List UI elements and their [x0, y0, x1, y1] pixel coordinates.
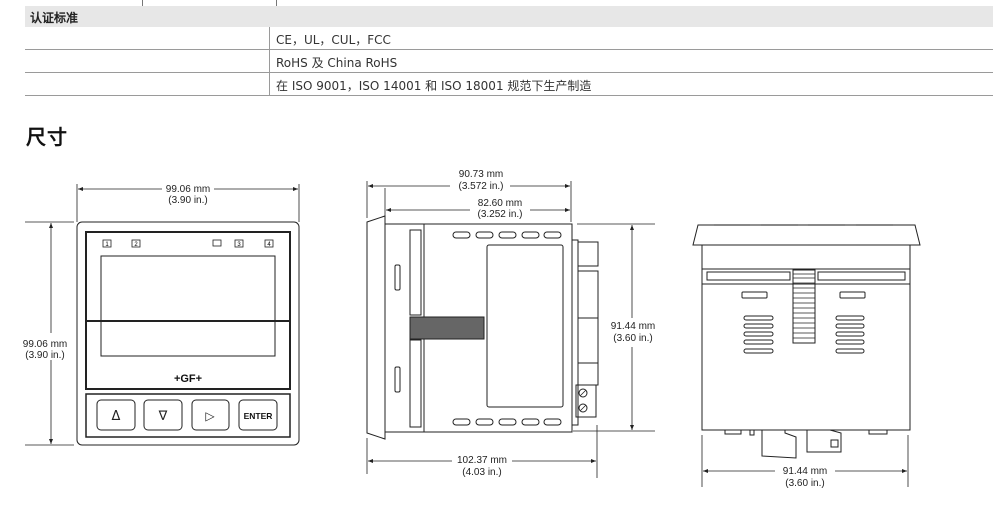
lcd-screen: [100, 255, 276, 357]
upper-panel: [85, 231, 291, 390]
vent-slots-bottom: [452, 418, 562, 426]
side-view: [366, 181, 655, 478]
side-height-in: (3.60 in.): [613, 333, 652, 344]
indicator-2: [131, 239, 141, 248]
connector-block: [577, 317, 599, 364]
enter-button[interactable]: [238, 399, 278, 431]
indicator-label: 4: [267, 242, 271, 248]
foot: [749, 429, 755, 436]
indicator-1: [102, 239, 112, 248]
total-depth-mm: 102.37 mm: [457, 455, 507, 466]
gf-logo: +GF+: [174, 373, 202, 385]
top-view: [692, 224, 921, 487]
row-label-cell: [25, 73, 270, 95]
connector-block: [577, 241, 599, 267]
top-slot: [741, 291, 768, 299]
plug-connector: [806, 429, 842, 453]
down-arrow-icon: ∇: [158, 409, 168, 424]
indicator-label: 3: [237, 242, 241, 248]
body-depth-mm: 82.60 mm: [478, 198, 522, 209]
indicator-3: [234, 239, 244, 248]
row-value: CE，UL，CUL，FCC: [276, 33, 391, 47]
bezel-profile: [366, 215, 386, 440]
top-width-in: (3.60 in.): [785, 478, 824, 489]
side-rail: [409, 229, 422, 316]
clip-slot: [394, 366, 401, 393]
column-divider: [142, 0, 143, 6]
connector-block: [577, 362, 599, 386]
top-rail: [706, 271, 791, 281]
previous-row-fragment: [25, 0, 993, 6]
certification-header-row: 认证标准: [25, 6, 993, 27]
indicator-label: 2: [134, 242, 138, 248]
overall-depth-mm: 90.73 mm: [459, 169, 503, 180]
right-arrow-icon: ▷: [205, 409, 215, 423]
row-value: 在 ISO 9001，ISO 14001 和 ISO 18001 规范下生产制造: [276, 79, 592, 93]
plug-connector: [761, 430, 797, 459]
ribbed-center: [792, 269, 816, 344]
row-label-cell: [25, 50, 270, 72]
vent-slots-left: [743, 315, 774, 354]
label-panel: [486, 244, 564, 408]
front-width-in: (3.90 in.): [168, 195, 207, 206]
vent-slots-top: [452, 231, 562, 239]
connector-strip: [571, 239, 579, 426]
display-frame: [85, 231, 291, 322]
terminal-block: [575, 384, 597, 418]
right-button[interactable]: [191, 399, 230, 431]
body-depth-in: (3.252 in.): [477, 209, 522, 220]
enter-label: ENTER: [244, 411, 273, 421]
table-row: CE，UL，CUL，FCC: [25, 27, 993, 50]
side-rail: [409, 339, 422, 428]
clip-slot: [394, 264, 401, 291]
up-arrow-icon: Δ: [112, 409, 121, 424]
screw-icon: [578, 403, 588, 413]
row-value: RoHS 及 China RoHS: [276, 56, 398, 70]
front-height-in: (3.90 in.): [25, 350, 64, 361]
screw-icon: [578, 388, 588, 398]
connector-block: [577, 270, 599, 319]
top-slot: [839, 291, 866, 299]
indicator-label: 1: [105, 242, 109, 248]
screw-icon: [830, 439, 839, 448]
front-height-mm: 99.06 mm: [23, 339, 67, 350]
table-row: 在 ISO 9001，ISO 14001 和 ISO 18001 规范下生产制造: [25, 73, 993, 96]
column-divider: [276, 0, 277, 6]
ribbed-grip: [409, 316, 485, 340]
down-button[interactable]: [143, 399, 183, 431]
indicator-blank: [212, 239, 222, 247]
foot: [868, 429, 888, 435]
dimensions-title: 尺寸: [26, 125, 68, 149]
indicator-4: [264, 239, 274, 248]
total-depth-in: (4.03 in.): [462, 467, 501, 478]
side-height-mm: 91.44 mm: [611, 321, 655, 332]
front-width-mm: 99.06 mm: [166, 184, 210, 195]
row-label-cell: [25, 27, 270, 49]
overall-depth-in: (3.572 in.): [458, 181, 503, 192]
top-rail: [817, 271, 906, 281]
vent-slots-right: [835, 315, 865, 354]
foot: [724, 429, 742, 435]
top-width-mm: 91.44 mm: [783, 466, 827, 477]
keypad-panel: [85, 393, 291, 438]
housing-top: [701, 244, 911, 431]
up-button[interactable]: [96, 399, 136, 431]
table-row: RoHS 及 China RoHS: [25, 50, 993, 73]
bezel-top: [692, 224, 921, 246]
certification-header: 认证标准: [30, 11, 79, 25]
front-view: [25, 184, 300, 446]
bezel-outline: [76, 221, 300, 446]
